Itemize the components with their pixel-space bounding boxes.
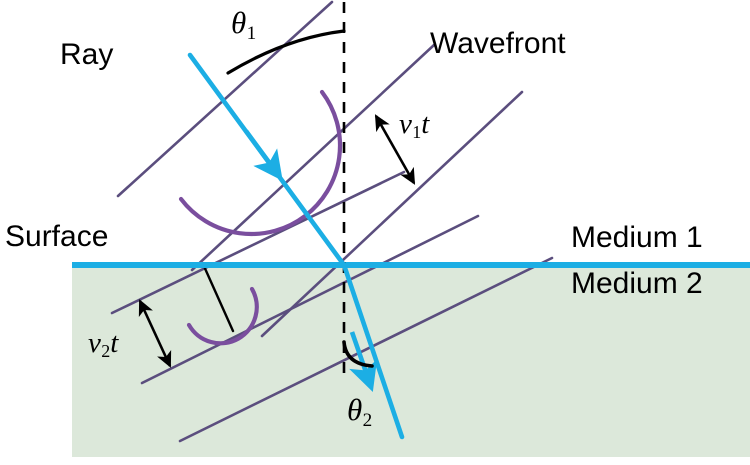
theta2-angle-arc xyxy=(342,340,374,368)
theta1-label: θ1 xyxy=(231,7,256,43)
v1t-symbol: v xyxy=(399,108,412,140)
wavelet-radius-segment xyxy=(201,262,235,333)
medium2-label: Medium 2 xyxy=(571,267,703,300)
theta2-subscript: 2 xyxy=(362,409,373,431)
theta1-angle-arc xyxy=(226,29,346,75)
theta1-subscript: 1 xyxy=(246,22,257,44)
v2t-subscript: 2 xyxy=(101,341,111,362)
refracted-ray-arrowhead xyxy=(349,331,378,392)
v2t-label: v2t xyxy=(88,327,119,362)
wavefront-label: Wavefront xyxy=(430,27,566,60)
v2t-symbol: v xyxy=(88,327,101,359)
v1t-time-symbol: t xyxy=(421,108,430,140)
surface-label: Surface xyxy=(5,220,109,253)
v1t-subscript: 1 xyxy=(412,122,422,143)
wavelet-arc-medium2 xyxy=(186,286,259,346)
theta1-symbol: θ xyxy=(231,5,247,40)
wavefront-line-m1-2 xyxy=(190,43,436,272)
v2t-time-symbol: t xyxy=(110,327,119,359)
ray-label: Ray xyxy=(60,38,114,71)
wavefront-lines-medium2 xyxy=(110,170,554,443)
refracted-ray xyxy=(341,262,405,440)
theta2-symbol: θ xyxy=(347,392,363,427)
wavelet-arc-medium1 xyxy=(178,89,343,237)
v2t-measure-arrow xyxy=(138,299,172,368)
refracted-ray-line xyxy=(341,262,405,440)
wavefront-line-m2-1 xyxy=(110,170,406,315)
incident-ray-arrowhead xyxy=(244,129,283,181)
huygens-wavelets xyxy=(178,89,343,346)
v1t-label: v1t xyxy=(399,108,430,143)
incident-ray xyxy=(187,52,347,268)
v1t-measure-arrow xyxy=(374,114,416,185)
wavefront-line-m2-2 xyxy=(140,214,480,385)
wavefront-line-m2-3 xyxy=(178,256,554,443)
medium1-label: Medium 1 xyxy=(571,221,703,254)
wavefront-line-m1-3 xyxy=(260,90,524,338)
theta2-label: θ2 xyxy=(347,394,372,430)
